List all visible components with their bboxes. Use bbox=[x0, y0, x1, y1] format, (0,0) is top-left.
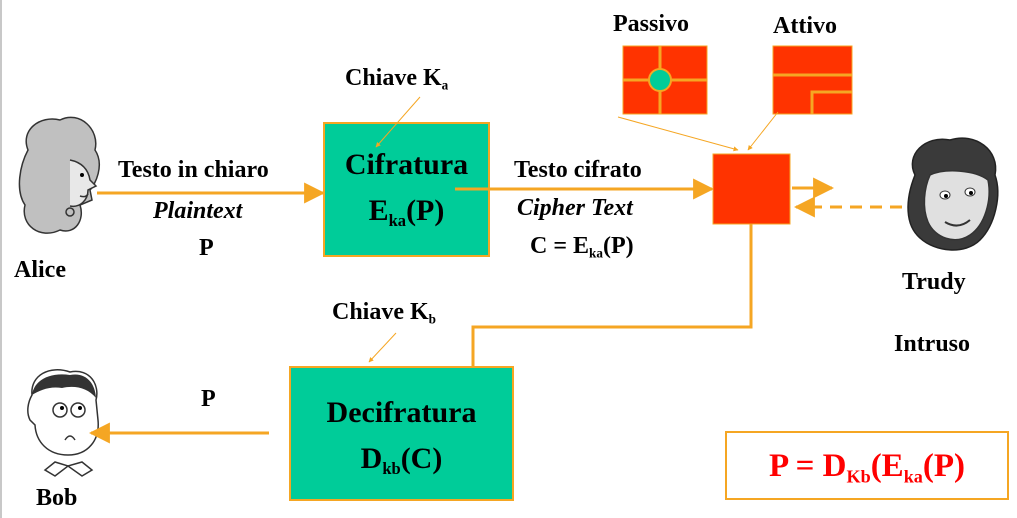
decrypt-function: Dkb(C) bbox=[360, 442, 443, 478]
intruder-box bbox=[712, 153, 791, 225]
left-edge bbox=[0, 0, 2, 518]
bob-label: Bob bbox=[36, 485, 78, 511]
decrypt-box bbox=[289, 366, 514, 501]
passive-pointer bbox=[617, 116, 739, 152]
decryption-formula: P = DKb(Eka(P) bbox=[769, 448, 965, 487]
alice-icon bbox=[18, 116, 100, 234]
plaintext-symbol: P bbox=[199, 235, 214, 261]
trudy-icon bbox=[907, 137, 999, 251]
ciphertext-equation: C = Eka(P) bbox=[530, 233, 634, 261]
key-a-label: Chiave Ka bbox=[345, 65, 449, 93]
output-symbol: P bbox=[201, 386, 216, 412]
passive-icon bbox=[622, 45, 708, 115]
encrypt-function: Eka(P) bbox=[368, 194, 445, 230]
intruder-role-label: Intruso bbox=[894, 331, 971, 357]
active-pointer bbox=[747, 111, 779, 151]
active-icon bbox=[772, 45, 853, 115]
ciphertext-label: Testo cifrato bbox=[514, 157, 642, 183]
key-a-pointer bbox=[375, 96, 421, 148]
trudy-label: Trudy bbox=[902, 269, 966, 295]
formula-frame bbox=[725, 431, 1009, 500]
passive-label: Passivo bbox=[613, 11, 690, 37]
bob-icon bbox=[27, 369, 99, 477]
ciphertext-italic-label: Cipher Text bbox=[517, 195, 633, 221]
plaintext-label: Testo in chiaro bbox=[118, 157, 269, 183]
active-label: Attivo bbox=[773, 13, 837, 39]
key-b-label: Chiave Kb bbox=[332, 299, 437, 327]
key-b-pointer bbox=[368, 332, 397, 363]
plaintext-italic-label: Plaintext bbox=[153, 198, 243, 224]
encrypt-title: Cifratura bbox=[344, 148, 469, 181]
alice-label: Alice bbox=[14, 257, 66, 283]
decrypt-title: Decifratura bbox=[326, 396, 477, 429]
